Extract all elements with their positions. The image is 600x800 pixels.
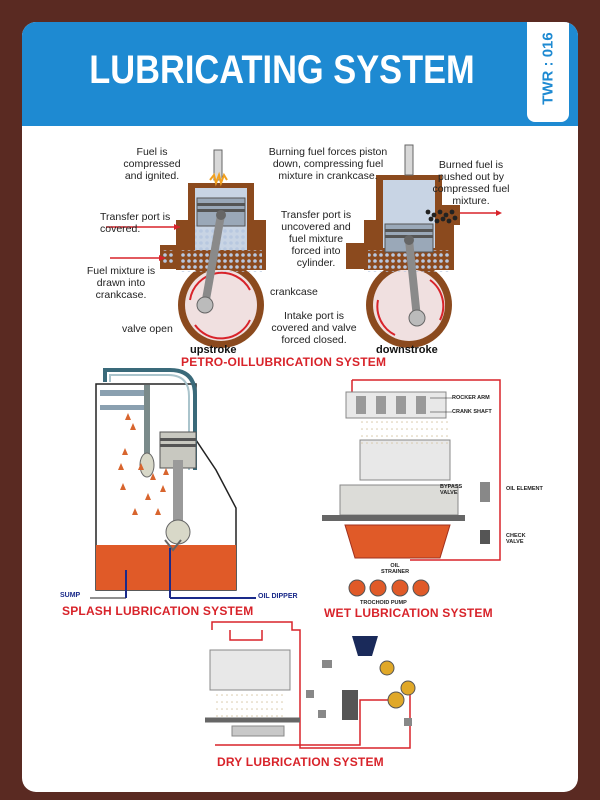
label-transfer-covered: Transfer port is covered. — [100, 211, 171, 235]
label-valve-open: valve open — [122, 323, 173, 335]
caption-splash: SPLASH LUBRICATION SYSTEM — [62, 604, 254, 618]
caption-dry: DRY LUBRICATION SYSTEM — [217, 755, 384, 769]
label-rocker-arm: ROCKER ARM — [452, 395, 490, 401]
label-intake-covered: Intake port is covered and valve forced … — [271, 310, 357, 346]
label-burning-fuel: Burning fuel forces piston down, compres… — [268, 146, 388, 182]
label-oil-dipper: OIL DIPPER — [258, 593, 298, 600]
label-oil-strainer: OIL STRAINER — [380, 563, 410, 575]
title-banner: LUBRICATING SYSTEM TWR : 016 — [22, 22, 578, 126]
label-check-valve: CHECK VALVE — [506, 533, 526, 545]
label-trochoid-pump: TROCHOID PUMP — [360, 600, 407, 606]
label-burned-fuel: Burned fuel is pushed out by compressed … — [432, 159, 510, 207]
label-transfer-uncovered: Transfer port is uncovered and fuel mixt… — [280, 209, 352, 269]
caption-wet: WET LUBRICATION SYSTEM — [324, 606, 493, 620]
label-bypass-valve: BYPASS VALVE — [440, 484, 463, 496]
code-tab: TWR : 016 — [527, 22, 569, 122]
label-fuel-compressed: Fuel is compressed and ignited. — [123, 146, 181, 182]
label-crank-shaft: CRANK SHAFT — [452, 409, 492, 415]
page-title: LUBRICATING SYSTEM — [89, 48, 475, 92]
caption-petro-oil: PETRO-OILLUBRICATION SYSTEM — [181, 355, 387, 369]
label-oil-element: OIL ELEMENT — [506, 486, 543, 492]
label-downstroke: downstroke — [376, 344, 438, 356]
label-crankcase: crankcase — [270, 286, 318, 298]
label-fuel-mixture-drawn: Fuel mixture is drawn into crankcase. — [86, 265, 156, 301]
label-upstroke: upstroke — [190, 344, 237, 356]
label-sump: SUMP — [60, 592, 81, 599]
